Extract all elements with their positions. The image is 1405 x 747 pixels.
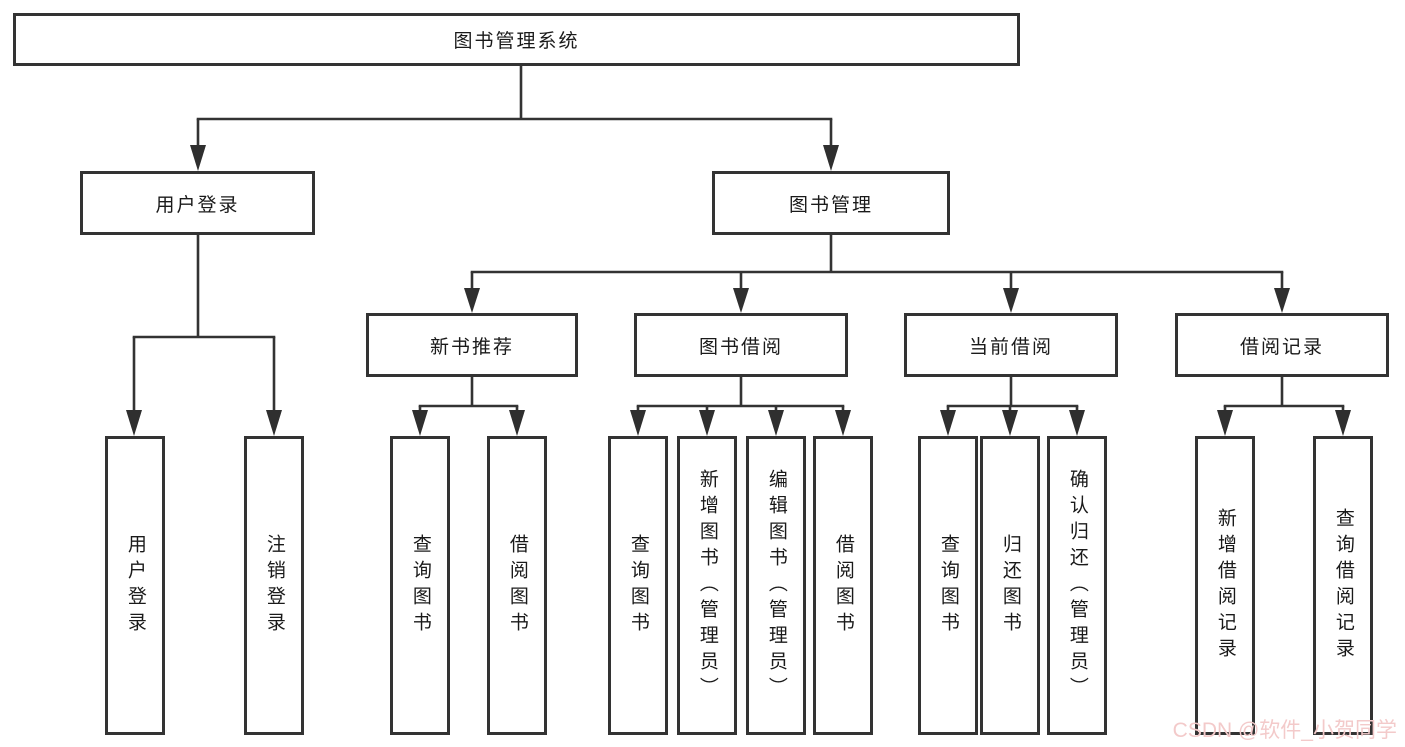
node-library-system-label: 图书管理系统 [453, 31, 580, 52]
leaf-add-books-admin: 新增图书（管理员） [677, 436, 737, 735]
leaf-query-books-recommend: 查询图书 [390, 436, 450, 735]
leaf-confirm-return-admin-label: 确认归还（管理员） [1066, 468, 1088, 703]
node-book-borrowing: 图书借阅 [634, 313, 848, 377]
leaf-return-books-label: 归还图书 [999, 533, 1021, 638]
leaf-borrow-books: 借阅图书 [813, 436, 873, 735]
node-library-system: 图书管理系统 [13, 13, 1020, 66]
node-book-borrowing-label: 图书借阅 [698, 336, 783, 358]
node-book-management: 图书管理 [712, 171, 950, 235]
leaf-add-borrow-record-label: 新增借阅记录 [1214, 507, 1236, 664]
leaf-borrow-books-label: 借阅图书 [832, 533, 854, 638]
leaf-confirm-return-admin: 确认归还（管理员） [1047, 436, 1107, 735]
leaf-edit-books-admin-label: 编辑图书（管理员） [765, 468, 787, 703]
node-user-login-label: 用户登录 [155, 194, 240, 216]
leaf-user-login: 用户登录 [105, 436, 165, 735]
node-user-login: 用户登录 [80, 171, 315, 235]
node-borrow-records-label: 借阅记录 [1239, 336, 1324, 358]
leaf-query-books-borrowing-label: 查询图书 [627, 533, 649, 638]
csdn-watermark: CSDN @软件_小贺同学 [1172, 719, 1397, 742]
node-current-borrowing: 当前借阅 [904, 313, 1118, 377]
leaf-query-books-current: 查询图书 [918, 436, 978, 735]
leaf-add-borrow-record: 新增借阅记录 [1195, 436, 1255, 735]
node-book-management-label: 图书管理 [788, 194, 873, 216]
leaf-user-login-label: 用户登录 [124, 533, 146, 638]
leaf-edit-books-admin: 编辑图书（管理员） [746, 436, 806, 735]
leaf-query-books-recommend-label: 查询图书 [409, 533, 431, 638]
node-new-book-recommend-label: 新书推荐 [429, 336, 514, 358]
leaf-query-borrow-record-label: 查询借阅记录 [1332, 507, 1354, 664]
leaf-query-books-current-label: 查询图书 [937, 533, 959, 638]
leaf-query-borrow-record: 查询借阅记录 [1313, 436, 1373, 735]
leaf-return-books: 归还图书 [980, 436, 1040, 735]
leaf-borrow-books-recommend-label: 借阅图书 [506, 533, 528, 638]
node-new-book-recommend: 新书推荐 [366, 313, 578, 377]
leaf-logout-label: 注销登录 [263, 533, 285, 638]
node-borrow-records: 借阅记录 [1175, 313, 1389, 377]
leaf-borrow-books-recommend: 借阅图书 [487, 436, 547, 735]
leaf-logout: 注销登录 [244, 436, 304, 735]
node-current-borrowing-label: 当前借阅 [968, 336, 1053, 358]
leaf-query-books-borrowing: 查询图书 [608, 436, 668, 735]
arrowheads [126, 145, 1351, 436]
leaf-add-books-admin-label: 新增图书（管理员） [696, 468, 718, 703]
